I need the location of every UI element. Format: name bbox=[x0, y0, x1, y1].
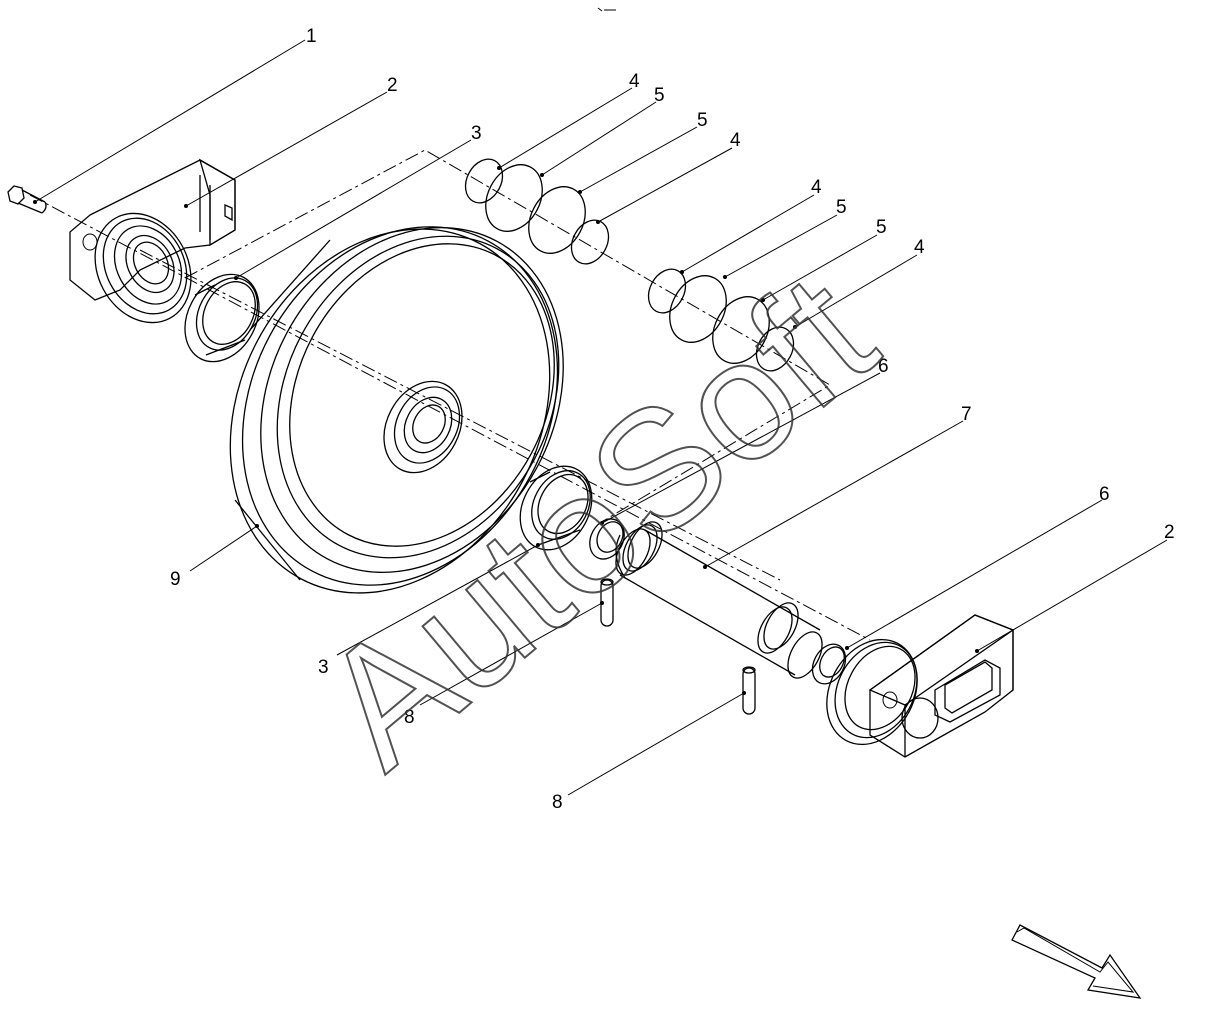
watermark-text: AutoSoft bbox=[287, 239, 909, 804]
callout-2-right: 2 bbox=[1164, 522, 1175, 543]
callout-8-lower: 8 bbox=[552, 792, 563, 813]
callout-6-lower: 6 bbox=[1099, 484, 1110, 505]
callout-8-upper: 8 bbox=[404, 707, 415, 728]
callout-4-b: 4 bbox=[730, 130, 741, 151]
callout-5-d: 5 bbox=[876, 217, 887, 238]
callout-labels: 1 2 3 4 5 5 4 4 5 5 4 6 7 6 2 9 3 8 8 bbox=[170, 26, 1175, 813]
callout-5-c: 5 bbox=[836, 197, 847, 218]
callout-5-b: 5 bbox=[697, 110, 708, 131]
callout-4-c: 4 bbox=[811, 177, 822, 198]
part-pin-lower bbox=[742, 666, 756, 715]
callout-2-left: 2 bbox=[387, 75, 398, 96]
callout-1: 1 bbox=[306, 26, 317, 47]
callout-3-lower: 3 bbox=[318, 657, 329, 678]
part-orings-lower bbox=[647, 268, 795, 372]
part-shaft bbox=[615, 521, 823, 679]
callout-6-upper: 6 bbox=[878, 356, 889, 377]
callout-5-a: 5 bbox=[654, 85, 665, 106]
part-oring-small-upper bbox=[589, 518, 625, 560]
part-orings-upper bbox=[464, 158, 610, 265]
part-bracket-left bbox=[69, 158, 236, 324]
part-idler-wheel bbox=[229, 226, 564, 594]
callout-leaders bbox=[34, 39, 1168, 796]
part-bolt bbox=[7, 185, 47, 214]
callout-3-upper: 3 bbox=[471, 123, 482, 144]
leader-dots bbox=[33, 166, 979, 695]
callout-9: 9 bbox=[170, 569, 181, 590]
callout-7: 7 bbox=[961, 404, 972, 425]
callout-4-d: 4 bbox=[914, 237, 925, 258]
part-seal-upper bbox=[184, 273, 260, 363]
part-bracket-right bbox=[826, 614, 1015, 758]
part-oring-small-lower bbox=[811, 643, 847, 685]
callout-4-a: 4 bbox=[629, 71, 640, 92]
outline-arrow-icon bbox=[1011, 924, 1142, 999]
